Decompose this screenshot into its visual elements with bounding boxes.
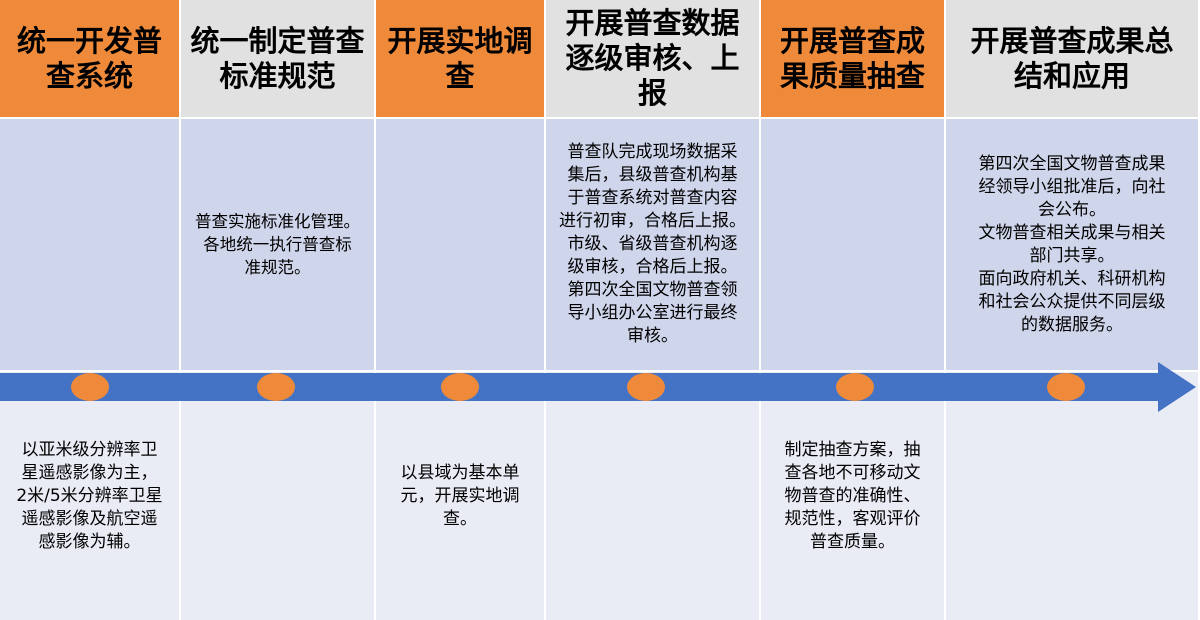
stage-6-title: 开展普查成果总 结和应用 (946, 0, 1200, 117)
milestone-dot-6 (1047, 373, 1085, 401)
stage-6-bottom-cell (946, 370, 1200, 620)
stage-1-bottom-cell: 以亚米级分辨率卫 星遥感影像为主， 2米/5米分辨率卫星 遥感影像及航空遥 感影… (0, 370, 181, 620)
milestone-dot-4 (627, 373, 665, 401)
stage-3-top-cell (376, 117, 546, 370)
stage-2-title: 统一制定普查 标准规范 (181, 0, 376, 117)
milestone-dot-2 (257, 373, 295, 401)
stage-4-bottom-cell (546, 370, 761, 620)
milestone-dot-3 (441, 373, 479, 401)
timeline-arrow-head (1158, 362, 1196, 412)
stage-5-top-cell (761, 117, 946, 370)
stage-3-title: 开展实地调 查 (376, 0, 546, 117)
stage-3-bottom-cell: 以县域为基本单 元，开展实地调 查。 (376, 370, 546, 620)
timeline-arrow (0, 362, 1200, 412)
milestone-dot-5 (836, 373, 874, 401)
milestone-dot-1 (71, 373, 109, 401)
stage-1-top-cell (0, 117, 181, 370)
stage-1-title: 统一开发普 查系统 (0, 0, 181, 117)
stage-2-top-cell: 普查实施标准化管理。 各地统一执行普查标 准规范。 (181, 117, 376, 370)
stage-6-top-cell: 第四次全国文物普查成果 经领导小组批准后，向社 会公布。 文物普查相关成果与相关… (946, 117, 1200, 370)
stage-5-bottom-cell: 制定抽查方案，抽 查各地不可移动文 物普查的准确性、 规范性，客观评价 普查质量… (761, 370, 946, 620)
timeline-arrow-body (0, 373, 1160, 401)
stage-5-title: 开展普查成 果质量抽查 (761, 0, 946, 117)
stage-4-top-cell: 普查队完成现场数据采 集后，县级普查机构基 于普查系统对普查内容 进行初审，合格… (546, 117, 761, 370)
stage-2-bottom-cell (181, 370, 376, 620)
stage-4-title: 开展普查数据 逐级审核、上 报 (546, 0, 761, 117)
